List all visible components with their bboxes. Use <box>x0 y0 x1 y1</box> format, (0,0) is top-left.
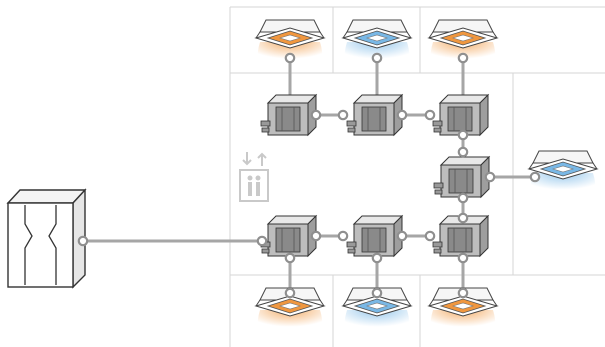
pipe-junction-node <box>426 111 434 119</box>
pipe-junction-node <box>286 289 294 297</box>
bc-controller-icon <box>261 216 316 256</box>
pipe-junction-node <box>398 232 406 240</box>
pipe-junction-node <box>373 289 381 297</box>
pipe-junction-node <box>258 237 266 245</box>
bc-controller-icon <box>261 95 316 135</box>
bc-controller-icon <box>433 95 488 135</box>
pipe-junction-node <box>373 254 381 262</box>
pipe-junction-node <box>286 254 294 262</box>
outdoor-unit-icon <box>8 190 85 287</box>
pipe-junction-node <box>486 173 494 181</box>
pipe-junction-node <box>339 232 347 240</box>
pipe-junction-node <box>373 54 381 62</box>
pipe-junction-node <box>79 237 87 245</box>
bc-controller-icon <box>347 95 402 135</box>
pipe-junction-node <box>459 254 467 262</box>
elevator-icon <box>240 152 268 201</box>
pipe-junction-node <box>459 289 467 297</box>
pipe-junction-node <box>459 214 467 222</box>
pipe-junction-node <box>312 232 320 240</box>
pipe-junction-node <box>312 111 320 119</box>
pipe-junction-node <box>398 111 406 119</box>
bc-controllers <box>261 95 489 256</box>
bc-controller-icon <box>434 157 489 197</box>
pipe-junction-node <box>531 173 539 181</box>
pipe-junction-node <box>426 232 434 240</box>
indoor-units <box>256 20 597 334</box>
pipe-junction-node <box>339 111 347 119</box>
pipe-junction-node <box>459 194 467 202</box>
pipe-junction-node <box>459 54 467 62</box>
pipe-junction-node <box>459 148 467 156</box>
bc-controller-icon <box>347 216 402 256</box>
pipe-junction-node <box>459 131 467 139</box>
pipe-junction-node <box>286 54 294 62</box>
